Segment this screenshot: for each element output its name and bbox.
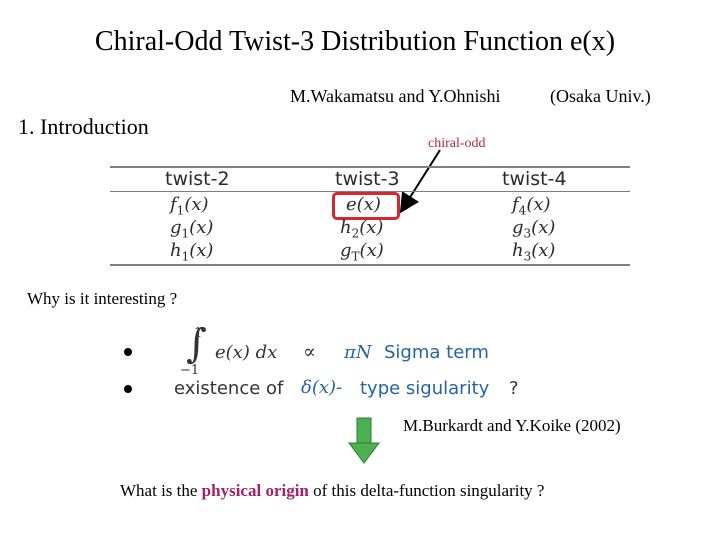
table-header-rule [110,191,630,192]
bullet-icon [124,348,132,356]
table-cell: g1(x) [170,217,214,241]
table-bottom-rule [110,264,630,266]
twist-table: twist-2 twist-3 twist-4 f1(x) e(x) f4(x)… [110,166,630,266]
integral-upper-limit: 1 [194,326,203,341]
why-heading: Why is it interesting ? [27,289,178,308]
table-top-rule [110,166,630,168]
header-twist-3: twist-3 [335,168,400,190]
section-heading: 1. Introduction [18,114,149,139]
table-cell-e-x: e(x) [346,194,381,215]
question-text: What is the physical origin of this delt… [120,481,544,501]
table-cell: f4(x) [512,194,551,218]
slide-title: Chiral-Odd Twist-3 Distribution Function… [94,26,616,57]
chiral-odd-label: chiral-odd [428,136,486,151]
pi-n-symbol: πN [344,342,372,363]
integrand: e(x) dx [215,342,278,363]
header-twist-2: twist-2 [165,168,230,190]
affiliation: (Osaka Univ.) [550,86,651,106]
question-mark: ? [509,378,519,399]
table-cell: h1(x) [170,240,214,264]
authors: M.Wakamatsu and Y.Ohnishi [290,86,501,106]
delta-function-symbol: δ(x)- [301,377,343,398]
bullet-icon [124,385,132,393]
e-x-highlight-box [332,192,400,220]
physical-origin-highlight: physical origin [201,481,309,500]
integral-sign-icon: ∫ [186,321,207,367]
table-cell: h3(x) [512,240,556,264]
header-twist-4: twist-4 [502,168,567,190]
table-cell: h2(x) [340,217,384,241]
chiral-odd-arrow [399,149,441,214]
integral-lower-limit: −1 [180,363,200,378]
question-pre: What is the [120,481,198,500]
existence-text: existence of [174,378,284,399]
table-cell: f1(x) [170,194,209,218]
table-cell: g3(x) [512,217,556,241]
citation: M.Burkardt and Y.Koike (2002) [403,416,621,435]
question-post: of this delta-function singularity ? [313,481,545,500]
table-cell: gT(x) [340,240,384,264]
sigma-term-text: Sigma term [384,342,489,363]
green-down-arrow-icon [348,417,380,464]
singularity-text: type sigularity [360,378,490,399]
proportional-symbol: ∝ [303,341,316,363]
